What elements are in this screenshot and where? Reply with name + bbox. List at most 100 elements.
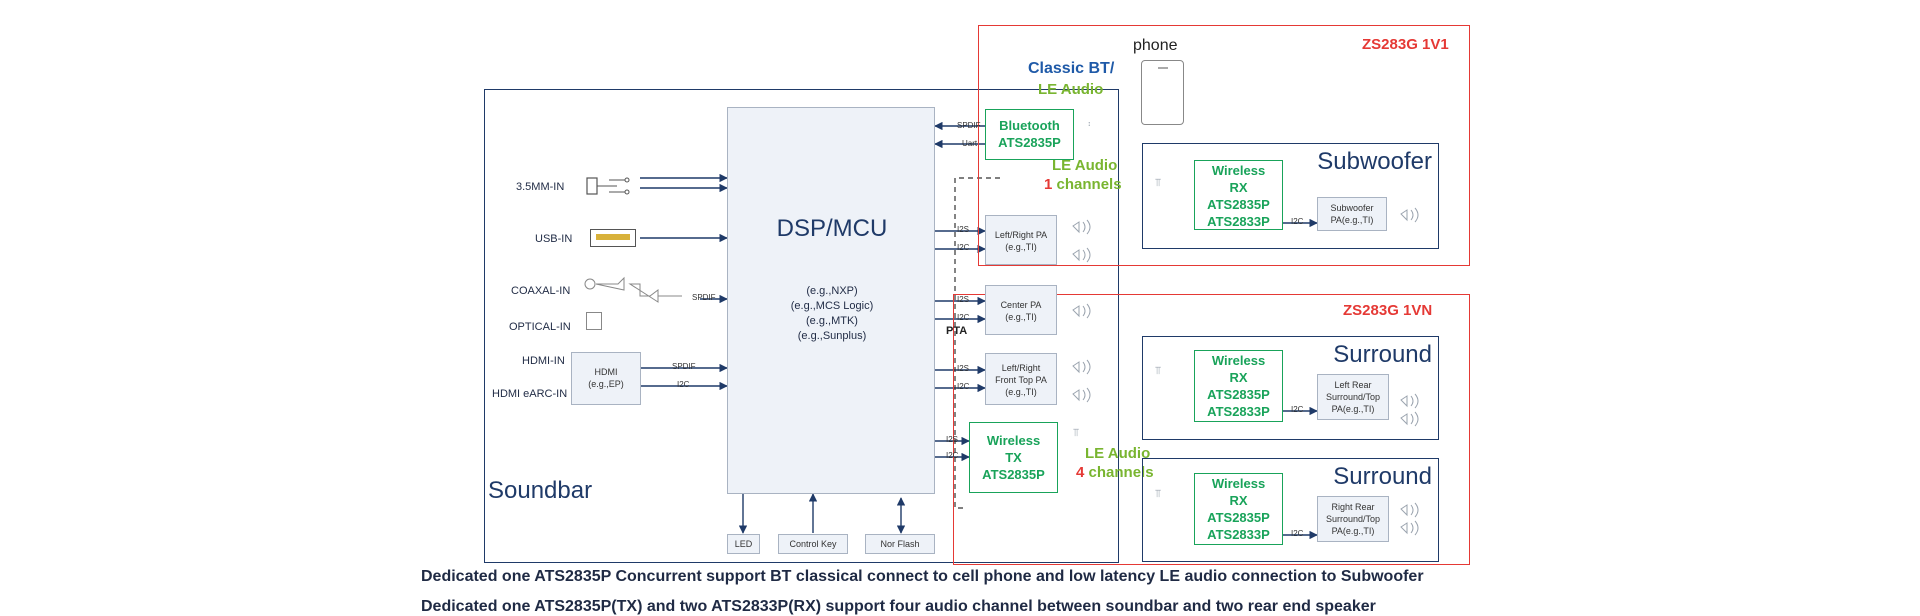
audio-jack-icon bbox=[585, 174, 637, 198]
phone-label: phone bbox=[1133, 37, 1178, 54]
sl-rx-line4: ATS2833P bbox=[1207, 404, 1270, 419]
surround-left-rx-module: Wireless RX ATS2835P ATS2833P bbox=[1194, 350, 1283, 422]
pa2-line1: Center PA bbox=[1000, 300, 1042, 310]
phone-icon bbox=[1141, 60, 1184, 125]
spdif-label-bt: SPDIF bbox=[957, 121, 981, 130]
tx-line2: TX bbox=[1005, 450, 1022, 465]
input-label-3-5mm: 3.5MM-IN bbox=[516, 181, 565, 193]
hdmi-box-line1: HDMI bbox=[594, 367, 618, 377]
channels-1-label: 1 channels bbox=[1044, 176, 1122, 193]
sr-antenna-icon: ⫪ bbox=[1155, 488, 1162, 500]
sr-pa-line3: PA(e.g.,TI) bbox=[1331, 526, 1375, 536]
spdif-label-hdmi: SPDIF bbox=[672, 362, 696, 371]
bluetooth-line1: Bluetooth bbox=[999, 118, 1060, 133]
soundbar-label: Soundbar bbox=[488, 477, 593, 504]
surround-left-frame: Surround bbox=[1142, 336, 1439, 440]
tx-antenna-icon: ⫪ bbox=[1073, 427, 1080, 439]
sr-pa-line2: Surround/Top bbox=[1325, 514, 1381, 524]
dsp-title: DSP/MCU bbox=[776, 215, 888, 242]
nor-flash-box: Nor Flash bbox=[865, 534, 935, 554]
i2c-label-tx: I2C bbox=[946, 451, 959, 460]
i2c-label-sl: I2C bbox=[1291, 405, 1304, 414]
dsp-mcu-block: DSP/MCU (e.g.,NXP) (e.g.,MCS Logic) (e.g… bbox=[727, 107, 935, 494]
i2s-label-tx: I2S bbox=[946, 435, 959, 444]
subwoofer-pa-box: Subwoofer PA(e.g.,TI) bbox=[1317, 197, 1387, 231]
surround-left-title: Surround bbox=[1333, 341, 1432, 368]
sub-rx-line3: ATS2835P bbox=[1207, 197, 1270, 212]
caption-1: Dedicated one ATS2835P Concurrent suppor… bbox=[421, 568, 1424, 585]
tx-line3: ATS2835P bbox=[982, 467, 1045, 482]
zs283g-1v1-frame bbox=[978, 25, 1470, 266]
front-top-pa-box: Left/Right Front Top PA (e.g.,TI) bbox=[985, 353, 1057, 405]
bluetooth-line2: ATS2835P bbox=[998, 135, 1061, 150]
channels-1-word: channels bbox=[1056, 176, 1122, 193]
sl-pa-line2: Surround/Top bbox=[1325, 392, 1381, 402]
sr-rx-line2: RX bbox=[1229, 493, 1248, 508]
dsp-examples: (e.g.,NXP) (e.g.,MCS Logic) (e.g.,MTK) (… bbox=[728, 284, 936, 344]
wireless-tx-module: Wireless TX ATS2835P bbox=[969, 422, 1058, 493]
i2c-label-pa1: I2C bbox=[957, 243, 970, 252]
center-pa-box: Center PA (e.g.,TI) bbox=[985, 285, 1057, 335]
dsp-example: (e.g.,NXP) bbox=[806, 285, 858, 297]
le-audio-4-label: LE Audio bbox=[1085, 445, 1151, 462]
i2s-label-pa3: I2S bbox=[957, 364, 970, 373]
caption-2: Dedicated one ATS2835P(TX) and two ATS28… bbox=[421, 598, 1376, 615]
dsp-example: (e.g.,MCS Logic) bbox=[790, 300, 874, 312]
tx-line1: Wireless bbox=[986, 433, 1041, 448]
zs283g-1v1-title: ZS283G 1V1 bbox=[1362, 36, 1449, 53]
sl-antenna-icon: ⫪ bbox=[1155, 365, 1162, 377]
led-box: LED bbox=[727, 534, 760, 554]
zs283g-1vn-frame bbox=[953, 294, 1470, 565]
pa1-line2: (e.g.,TI) bbox=[1005, 242, 1037, 252]
sl-pa-line3: PA(e.g.,TI) bbox=[1331, 404, 1375, 414]
pa1-line1: Left/Right PA bbox=[994, 230, 1048, 240]
channels-1-number: 1 bbox=[1044, 176, 1053, 193]
sr-pa-line1: Right Rear bbox=[1331, 502, 1375, 512]
sl-rx-line1: Wireless bbox=[1211, 353, 1266, 368]
sr-rx-line4: ATS2833P bbox=[1207, 527, 1270, 542]
bluetooth-module: Bluetooth ATS2835P bbox=[985, 109, 1074, 160]
le-audio-bt-label: LE Audio bbox=[1038, 81, 1104, 98]
sub-rx-line4: ATS2833P bbox=[1207, 214, 1270, 229]
le-audio-1-label: LE Audio bbox=[1052, 157, 1118, 174]
pta-label: PTA bbox=[946, 325, 968, 337]
control-key-box: Control Key bbox=[778, 534, 848, 554]
i2s-label-pa2: I2S bbox=[957, 295, 970, 304]
input-label-hdmi-earc: HDMI eARC-IN bbox=[492, 388, 568, 400]
i2c-label-sr: I2C bbox=[1291, 529, 1304, 538]
sr-rx-line3: ATS2835P bbox=[1207, 510, 1270, 525]
surround-right-rx-module: Wireless RX ATS2835P ATS2833P bbox=[1194, 473, 1283, 545]
channels-4-label: 4 channels bbox=[1076, 464, 1154, 481]
pa3-line3: (e.g.,TI) bbox=[1005, 387, 1037, 397]
sub-pa-line2: PA(e.g.,TI) bbox=[1330, 215, 1374, 225]
pa3-line1: Left/Right bbox=[1001, 363, 1041, 373]
surround-right-title: Surround bbox=[1333, 463, 1432, 490]
hdmi-receiver-box: HDMI (e.g.,EP) bbox=[571, 352, 641, 405]
surround-right-frame: Surround bbox=[1142, 458, 1439, 562]
usb-port-icon bbox=[590, 229, 636, 247]
input-label-coaxial: COAXAL-IN bbox=[511, 285, 571, 297]
sr-rx-line1: Wireless bbox=[1211, 476, 1266, 491]
pa2-line2: (e.g.,TI) bbox=[1005, 312, 1037, 322]
soundbar-frame bbox=[484, 89, 1119, 563]
hdmi-box-line2: (e.g.,EP) bbox=[588, 379, 624, 389]
i2c-label-pa2: I2C bbox=[957, 313, 970, 322]
i2c-label-pa3: I2C bbox=[957, 382, 970, 391]
channels-4-number: 4 bbox=[1076, 464, 1085, 481]
spdif-label-coaxial: SPDIF bbox=[692, 293, 716, 302]
subwoofer-title: Subwoofer bbox=[1317, 148, 1432, 175]
dsp-example: (e.g.,Sunplus) bbox=[797, 330, 867, 342]
uart-label-bt: Uart bbox=[962, 139, 978, 148]
i2c-label-sub: I2C bbox=[1291, 217, 1304, 226]
i2s-label-pa1: I2S bbox=[957, 225, 970, 234]
classic-bt-label: Classic BT/ bbox=[1028, 60, 1115, 77]
sub-rx-line2: RX bbox=[1229, 180, 1248, 195]
input-label-optical: OPTICAL-IN bbox=[509, 321, 571, 333]
channels-4-word: channels bbox=[1088, 464, 1154, 481]
zs283g-1vn-title: ZS283G 1VN bbox=[1343, 302, 1433, 319]
coaxial-circuit-icon bbox=[582, 270, 686, 314]
subwoofer-rx-module: Wireless RX ATS2835P ATS2833P bbox=[1194, 160, 1283, 230]
left-rear-pa-box: Left Rear Surround/Top PA(e.g.,TI) bbox=[1317, 374, 1389, 420]
pa3-line2: Front Top PA bbox=[995, 375, 1047, 385]
dsp-example: (e.g.,MTK) bbox=[806, 315, 858, 327]
